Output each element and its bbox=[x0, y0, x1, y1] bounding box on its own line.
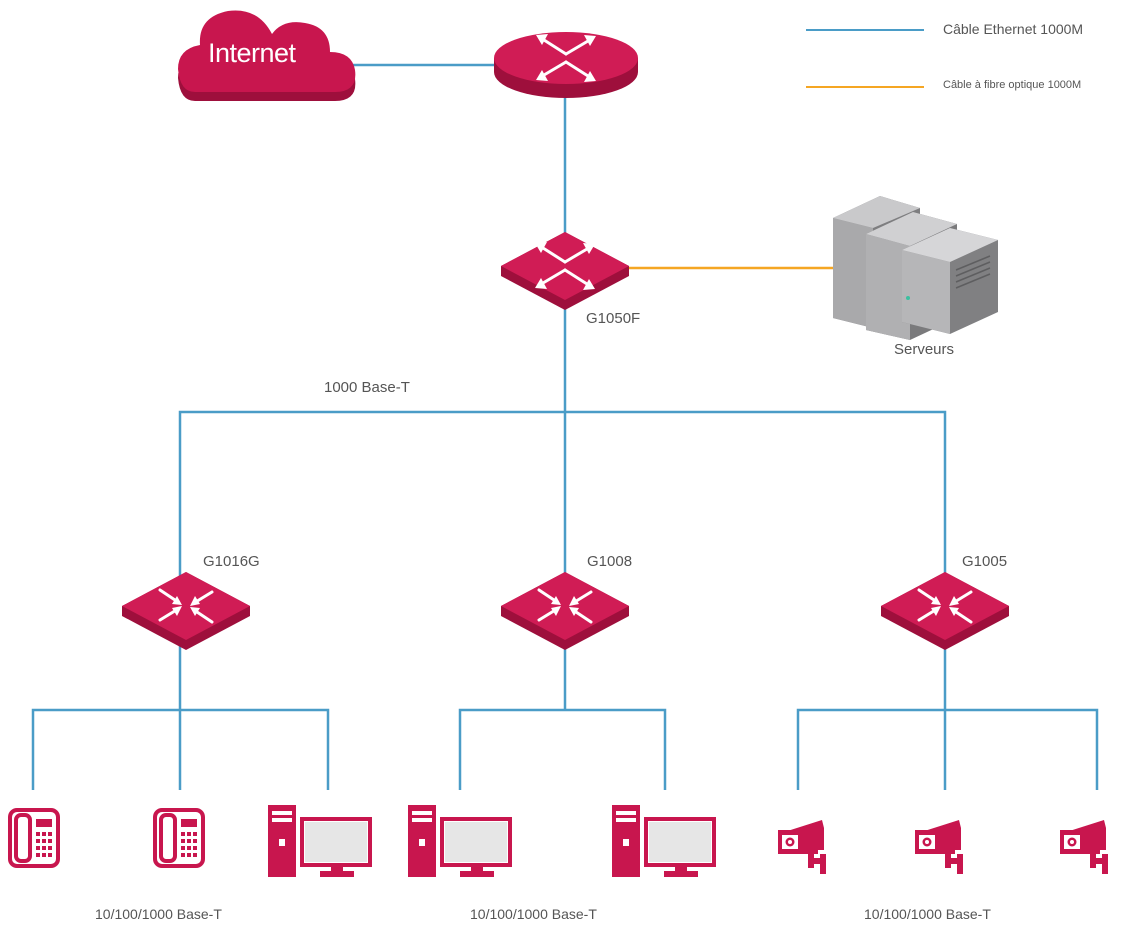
cable-mid-bus bbox=[458, 708, 667, 790]
legend-fiber-label: Câble à fibre optique 1000M bbox=[943, 79, 1082, 91]
ethernet-cables bbox=[31, 63, 1099, 790]
router-icon bbox=[494, 32, 638, 98]
core-switch-icon bbox=[501, 232, 629, 310]
legend-ethernet-swatch bbox=[806, 29, 924, 31]
group-left-label: 10/100/1000 Base-T bbox=[95, 906, 222, 922]
legend-ethernet-label: Câble Ethernet 1000M bbox=[943, 21, 1084, 37]
internet-label: Internet bbox=[208, 38, 296, 68]
security-camera-icon bbox=[778, 820, 826, 874]
switch-right-icon bbox=[881, 572, 1009, 650]
switch-left-icon bbox=[122, 572, 250, 650]
group-right-label: 10/100/1000 Base-T bbox=[864, 906, 991, 922]
cable-right-bus bbox=[796, 708, 1099, 790]
legend-fiber-swatch bbox=[806, 86, 924, 88]
cable-distribution-bus bbox=[178, 410, 947, 590]
group-mid-label: 10/100/1000 Base-T bbox=[470, 906, 597, 922]
phone-icon bbox=[8, 808, 60, 868]
switch-mid-label: G1008 bbox=[587, 553, 633, 570]
switch-mid-icon bbox=[501, 572, 629, 650]
phone-icon bbox=[153, 808, 205, 868]
switch-right-label: G1005 bbox=[962, 553, 1008, 570]
desktop-computer-icon bbox=[610, 803, 716, 879]
switch-left-label: G1016G bbox=[203, 553, 260, 570]
internet-cloud-icon bbox=[178, 10, 356, 101]
uplink-label: 1000 Base-T bbox=[324, 379, 410, 396]
security-camera-icon bbox=[915, 820, 963, 874]
desktop-computer-icon bbox=[406, 803, 512, 879]
servers-icon bbox=[833, 196, 998, 340]
servers-label: Serveurs bbox=[894, 341, 955, 358]
security-camera-icon bbox=[1060, 820, 1108, 874]
desktop-computer-icon bbox=[266, 803, 372, 879]
core-switch-label: G1050F bbox=[586, 310, 641, 327]
